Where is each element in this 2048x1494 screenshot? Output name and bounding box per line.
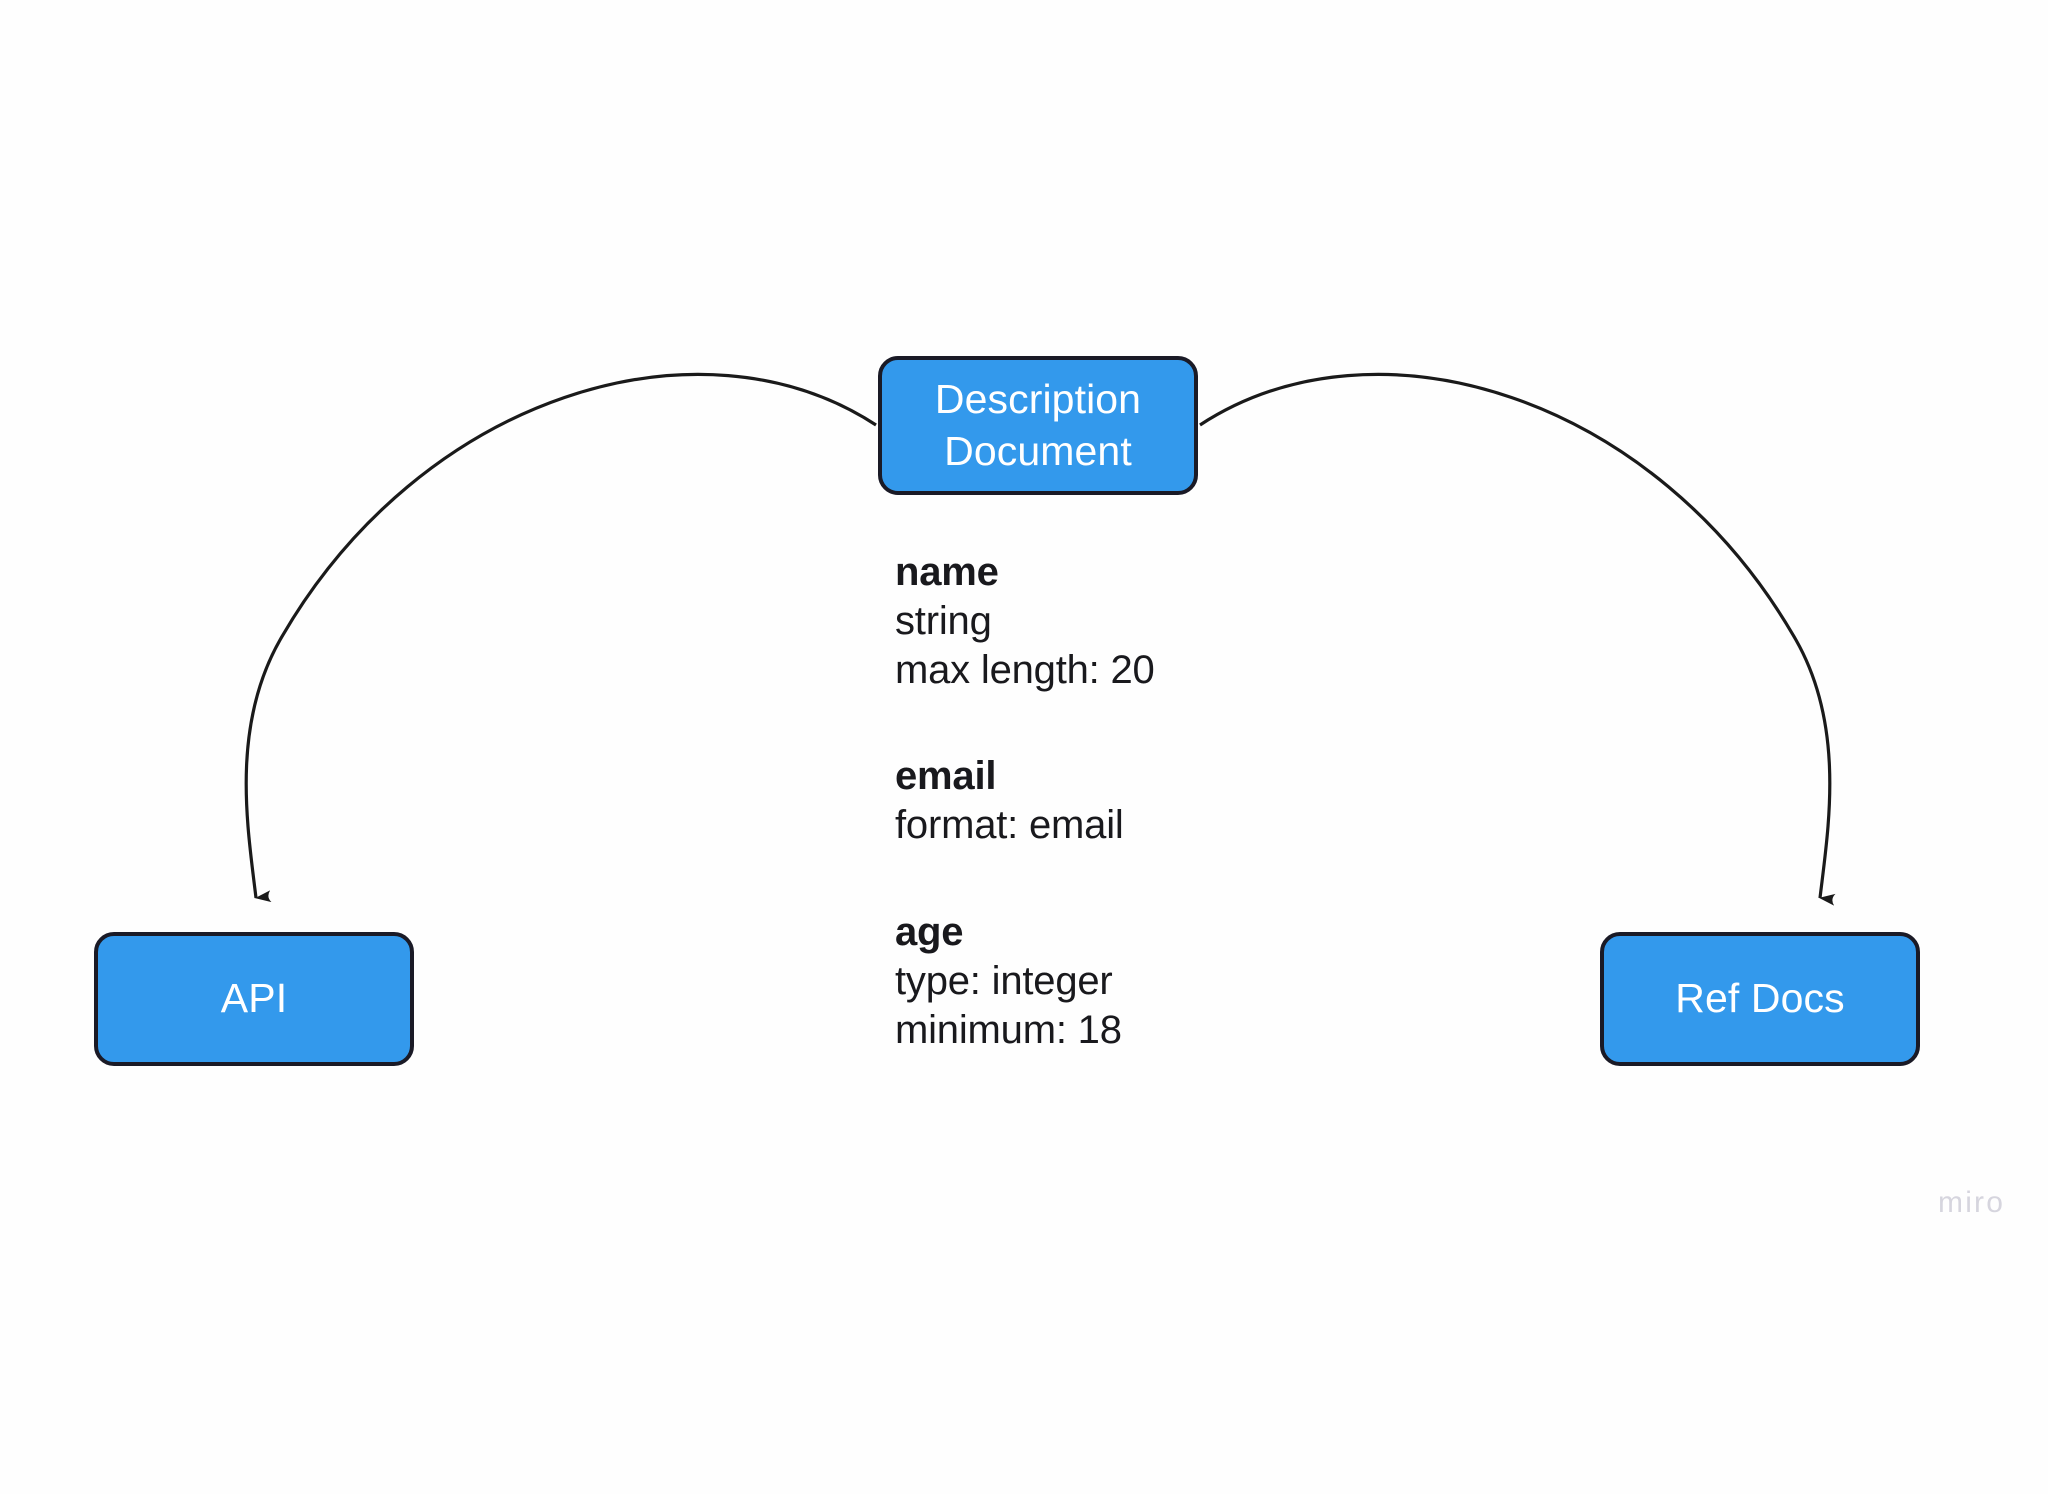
node-ref-docs[interactable]: Ref Docs [1600,932,1920,1066]
schema-field-age-title: age [895,909,964,954]
schema-field-name-detail-maxlength: max length: 20 [895,647,1155,692]
node-ref-docs-label: Ref Docs [1675,975,1845,1022]
miro-watermark: miro [1938,1186,2006,1219]
schema-field-name: name string max length: 20 [895,548,1455,694]
schema-field-age-detail-minimum: minimum: 18 [895,1007,1122,1052]
schema-field-list: name string max length: 20 email format:… [895,548,1455,1054]
schema-field-email-title: email [895,754,997,799]
schema-field-email-detail-format: format: email [895,803,1124,848]
node-api[interactable]: API [94,932,414,1066]
node-description-document[interactable]: Description Document [878,356,1198,495]
edge-description-to-api-path [244,372,877,903]
schema-field-name-detail-type: string [895,598,992,643]
schema-field-age-detail-type: type: integer [895,958,1113,1003]
node-description-document-label: Description Document [934,375,1142,474]
schema-field-age: age type: integer minimum: 18 [895,908,1455,1054]
schema-field-email: email format: email [895,752,1455,850]
node-api-label: API [220,975,288,1022]
schema-field-name-title: name [895,550,999,594]
